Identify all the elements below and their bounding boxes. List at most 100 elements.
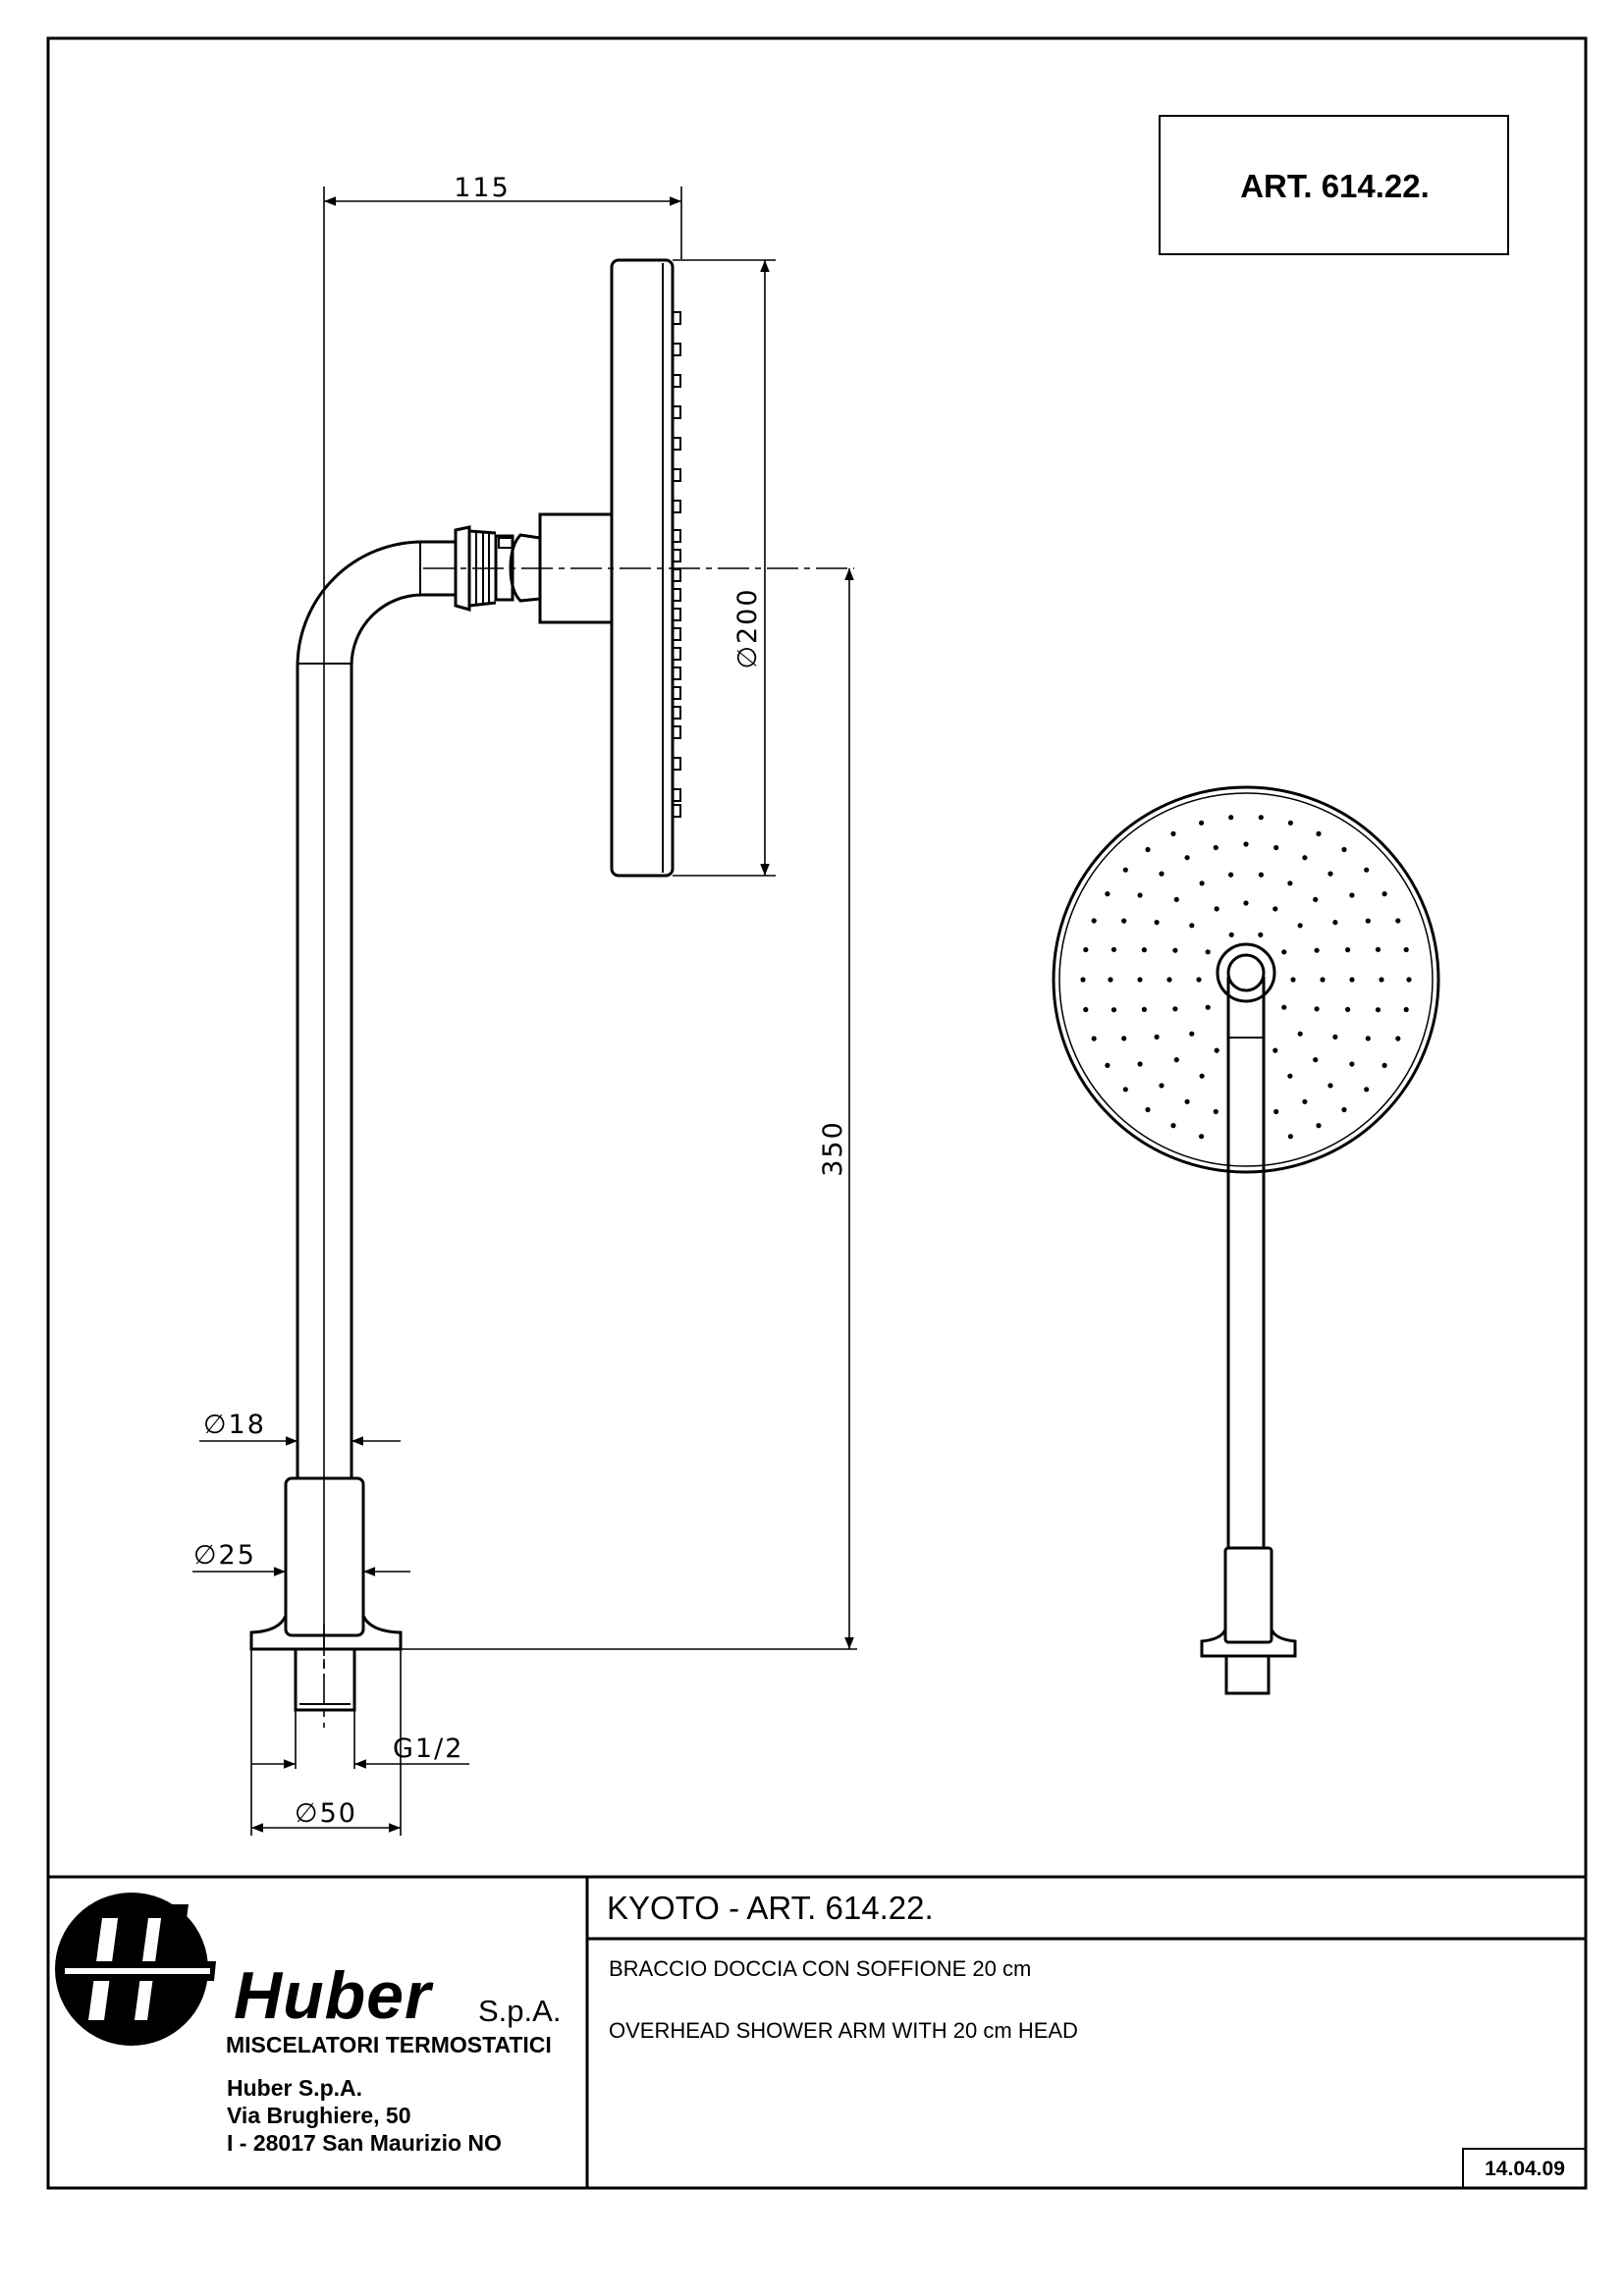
nozzle-hole — [1199, 1073, 1205, 1079]
nozzle-hole — [1172, 947, 1178, 953]
product-title: KYOTO - ART. 614.22. — [607, 1890, 934, 1926]
nozzle-hole — [1184, 1098, 1190, 1104]
nozzle-hole — [1199, 820, 1205, 826]
shower-head-front — [1052, 785, 1440, 1174]
nozzle-hole — [1243, 900, 1249, 906]
brand-suffix: S.p.A. — [478, 1994, 562, 2028]
nozzle-hole — [1110, 946, 1117, 952]
nozzle-ticks — [673, 311, 681, 818]
nozzle-hole — [1314, 1006, 1320, 1012]
nozzle-hole — [1141, 947, 1147, 953]
nozzle-hole — [1327, 871, 1333, 877]
nozzle-hole — [1228, 872, 1234, 878]
nozzle-hole — [1184, 855, 1190, 861]
nozzle-hole — [1287, 1134, 1293, 1140]
nozzle-hole — [1403, 1006, 1409, 1013]
nozzle-hole — [1121, 918, 1127, 924]
nozzle-hole — [1189, 1031, 1195, 1037]
nozzle-hole — [1316, 830, 1322, 837]
address-line-2: Via Brughiere, 50 — [227, 2103, 411, 2128]
nozzle-hole — [1159, 871, 1164, 877]
nozzle-hole — [1080, 977, 1086, 983]
brand-subtitle: MISCELATORI TERMOSTATICI — [226, 2032, 552, 2057]
nozzle-hole — [1290, 977, 1296, 983]
nozzle-hole — [1364, 867, 1370, 873]
nozzle-hole — [1345, 947, 1351, 953]
nozzle-hole — [1159, 1083, 1164, 1089]
side-view — [249, 258, 681, 1712]
nozzle-hole — [1379, 977, 1384, 983]
nozzle-hole — [1332, 1034, 1338, 1040]
nozzle-hole — [1349, 892, 1355, 898]
ball-joint — [509, 533, 542, 603]
nozzle-hole — [1313, 1057, 1319, 1063]
nozzle-hole — [1316, 1123, 1322, 1129]
nozzle-hole — [1345, 1006, 1351, 1012]
nozzle-hole — [1332, 920, 1338, 926]
nozzle-hole — [1287, 881, 1293, 886]
dim-18: ∅18 — [203, 1410, 266, 1440]
nozzle-hole — [1137, 977, 1143, 983]
dim-thread: G1/2 — [393, 1734, 463, 1764]
huber-logo — [55, 1893, 216, 2046]
nozzle-hole — [1170, 830, 1176, 837]
nozzle-hole — [1341, 1106, 1347, 1113]
nozzle-hole — [1205, 1004, 1211, 1010]
nozzle-hole — [1349, 1061, 1355, 1067]
threaded-fitting — [294, 1647, 356, 1712]
date-box — [1462, 2148, 1587, 2189]
nozzle-hole — [1349, 977, 1355, 983]
nozzle-hole — [1137, 892, 1143, 898]
nozzle-hole — [1122, 1087, 1128, 1093]
nozzle-hole — [1327, 1083, 1333, 1089]
nozzle-hole — [1091, 1036, 1097, 1041]
nozzle-hole — [1154, 1034, 1160, 1040]
dim-350: 350 — [818, 1120, 848, 1177]
nozzle-hole — [1121, 1036, 1127, 1041]
article-box — [1159, 115, 1509, 255]
nozzle-hole — [1205, 949, 1211, 955]
article-number: ART. 614.22. — [1240, 168, 1430, 204]
nozzle-hole — [1199, 881, 1205, 886]
nozzle-hole — [1272, 906, 1278, 912]
front-view — [1052, 785, 1440, 1695]
nozzle-hole — [1170, 1123, 1176, 1129]
nozzle-hole — [1243, 841, 1249, 847]
drawing-date: 14.04.09 — [1485, 2158, 1565, 2180]
nozzle-hole — [1273, 1108, 1279, 1115]
nozzle-hole — [1381, 891, 1387, 897]
nozzle-hole — [1172, 1006, 1178, 1012]
nozzle-hole — [1287, 1073, 1293, 1079]
nozzle-hole — [1173, 1057, 1179, 1063]
nozzle-hole — [1214, 906, 1219, 912]
description-english: OVERHEAD SHOWER ARM WITH 20 cm HEAD — [609, 2018, 1078, 2043]
nozzle-hole — [1287, 820, 1293, 826]
nozzle-hole — [1213, 844, 1218, 851]
address-line-3: I - 28017 San Maurizio NO — [227, 2130, 502, 2156]
nozzle-hole — [1105, 1062, 1110, 1068]
nozzle-hole — [1258, 815, 1264, 821]
nozzle-hole — [1105, 891, 1110, 897]
nozzle-hole — [1297, 1031, 1303, 1037]
nozzle-hole — [1145, 1106, 1151, 1113]
nozzle-hole — [1375, 1007, 1381, 1013]
nozzle-hole — [1365, 918, 1371, 924]
nozzle-hole — [1341, 846, 1347, 853]
nozzle-hole — [1110, 1007, 1117, 1013]
nozzle-hole — [1228, 815, 1234, 821]
nozzle-hole — [1083, 946, 1089, 953]
nozzle-hole — [1313, 896, 1319, 903]
nozzle-hole — [1145, 846, 1151, 853]
nozzle-hole — [1406, 977, 1412, 983]
nozzle-hole — [1258, 932, 1264, 937]
nozzle-hole — [1258, 872, 1264, 878]
nozzle-hole — [1189, 923, 1195, 929]
nozzle-hole — [1297, 923, 1303, 929]
dim-200: ∅200 — [732, 587, 763, 668]
nozzle-hole — [1108, 977, 1113, 983]
nozzle-hole — [1173, 896, 1179, 903]
dim-115: 115 — [454, 173, 511, 203]
nozzle-hole — [1091, 918, 1097, 924]
nozzle-hole — [1281, 1004, 1287, 1010]
